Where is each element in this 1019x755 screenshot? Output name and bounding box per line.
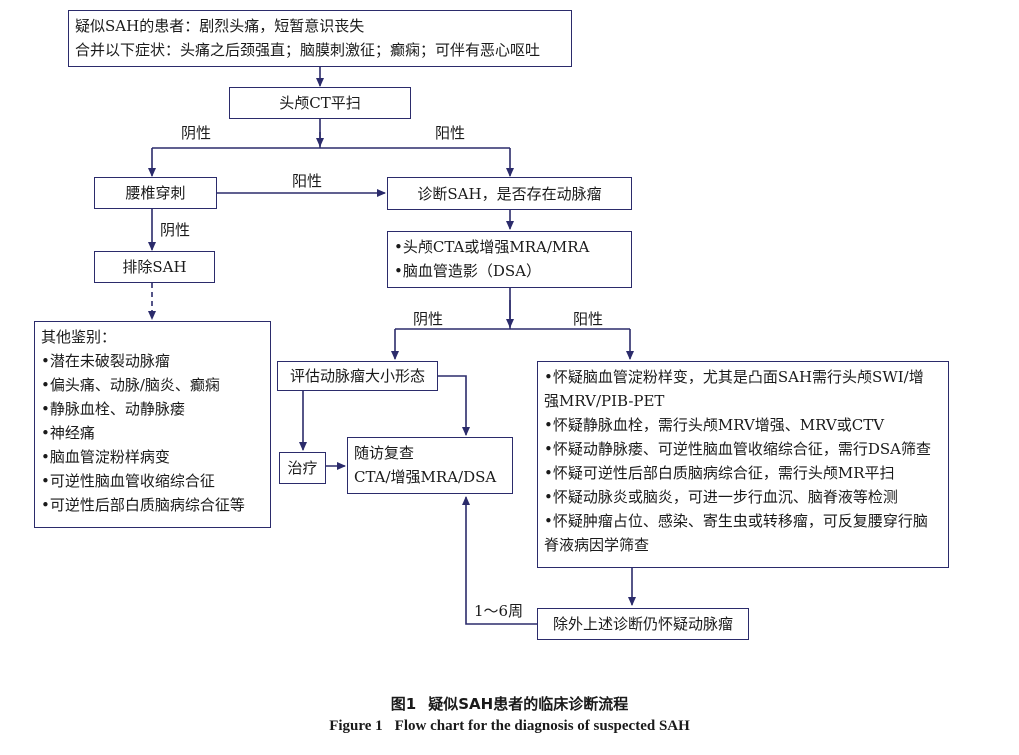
figure-number-en: Figure 1	[329, 718, 383, 734]
imaging-positive-label: 阳性	[573, 310, 604, 328]
suspicion-item: 强MRV/PIB-PET	[544, 392, 665, 410]
followup-line-2: CTA/增强MRA/DSA	[354, 468, 497, 486]
diagnose-sah-label: 诊断SAH，是否存在动脉瘤	[417, 184, 602, 203]
figure-caption-en: Figure 1 Flow chart for the diagnosis of …	[0, 718, 1019, 735]
suspicion-item: •怀疑静脉血栓，需行头颅MRV增强、MRV或CTV	[544, 416, 885, 434]
differential-item: •可逆性后部白质脑病综合征等	[41, 496, 245, 514]
exclude-sah-label: 排除SAH	[122, 258, 187, 276]
treatment-box: 治疗	[279, 452, 326, 484]
differential-item: •偏头痛、动脉/脑炎、癫痫	[41, 376, 220, 394]
suspected-sah-line-2: 合并以下症状：头痛之后颈强直；脑膜刺激征；癫痫；可伴有恶心呕吐	[75, 41, 541, 59]
suspected-sah-box: 疑似SAH的患者：剧烈头痛，短暂意识丧失 合并以下症状：头痛之后颈强直；脑膜刺激…	[68, 10, 572, 67]
ct-negative-label: 阴性	[181, 124, 212, 142]
treatment-label: 治疗	[287, 459, 318, 477]
evaluate-aneurysm-label: 评估动脉瘤大小形态	[289, 367, 425, 385]
arrow-ruleout-to-followup	[462, 496, 537, 625]
lumbar-puncture-box: 腰椎穿刺	[94, 177, 217, 209]
differential-item: •脑血管淀粉样病变	[41, 448, 170, 466]
exclude-sah-box: 排除SAH	[94, 251, 215, 283]
followup-interval-label: 1～6周	[474, 602, 524, 620]
imaging-cta-item: •头颅CTA或增强MRA/MRA	[394, 238, 590, 256]
suspicion-item: •怀疑肿瘤占位、感染、寄生虫或转移瘤，可反复腰穿行脑	[544, 512, 928, 530]
differential-item: •静脉血栓、动静脉瘘	[41, 400, 185, 418]
lumbar-positive-label: 阳性	[292, 172, 323, 190]
suspicion-list-box: •怀疑脑血管淀粉样变，尤其是凸面SAH需行头颅SWI/增 强MRV/PIB-PE…	[537, 361, 949, 568]
figure-title-en: Flow chart for the diagnosis of suspecte…	[394, 718, 690, 734]
rule-out-label: 除外上述诊断仍怀疑动脉瘤	[552, 615, 733, 633]
followup-box: 随访复查 CTA/增强MRA/DSA	[347, 437, 513, 494]
followup-line-1: 随访复查	[354, 444, 415, 462]
head-ct-label: 头颅CT平扫	[279, 94, 361, 112]
differential-item: •潜在未破裂动脉瘤	[41, 352, 170, 370]
head-ct-box: 头颅CT平扫	[229, 87, 411, 119]
arrow-evaluate-to-followup	[438, 375, 470, 436]
figure-title-cn: 疑似SAH患者的临床诊断流程	[428, 695, 629, 713]
differential-title: 其他鉴别：	[41, 328, 117, 346]
lumbar-negative-label: 阴性	[160, 221, 191, 239]
ct-positive-label: 阳性	[435, 124, 466, 142]
differential-item: •可逆性脑血管收缩综合征	[41, 472, 215, 490]
suspicion-item: •怀疑动脉炎或脑炎，可进一步行血沉、脑脊液等检测	[544, 488, 898, 506]
imaging-negative-label: 阴性	[413, 310, 444, 328]
rule-out-box: 除外上述诊断仍怀疑动脉瘤	[537, 608, 749, 640]
imaging-dsa-item: •脑血管造影（DSA）	[394, 262, 541, 280]
diagnose-sah-box: 诊断SAH，是否存在动脉瘤	[387, 177, 632, 210]
figure-caption-cn: 图1 疑似SAH患者的临床诊断流程	[0, 693, 1019, 714]
differential-item: •神经痛	[41, 424, 95, 442]
suspicion-item: •怀疑可逆性后部白质脑病综合征，需行头颅MR平扫	[544, 464, 895, 482]
suspected-sah-line-1: 疑似SAH的患者：剧烈头痛，短暂意识丧失	[75, 17, 365, 35]
evaluate-aneurysm-box: 评估动脉瘤大小形态	[277, 361, 438, 391]
suspicion-item: •怀疑动静脉瘘、可逆性脑血管收缩综合征，需行DSA筛查	[544, 440, 931, 458]
suspicion-item: •怀疑脑血管淀粉样变，尤其是凸面SAH需行头颅SWI/增	[544, 368, 924, 386]
suspicion-item: 脊液病因学筛查	[544, 536, 650, 554]
figure-number-cn: 图1	[390, 695, 417, 713]
differential-diagnosis-box: 其他鉴别： •潜在未破裂动脉瘤 •偏头痛、动脉/脑炎、癫痫 •静脉血栓、动静脉瘘…	[34, 321, 271, 528]
lumbar-puncture-label: 腰椎穿刺	[125, 184, 186, 202]
imaging-box: •头颅CTA或增强MRA/MRA •脑血管造影（DSA）	[387, 231, 632, 288]
